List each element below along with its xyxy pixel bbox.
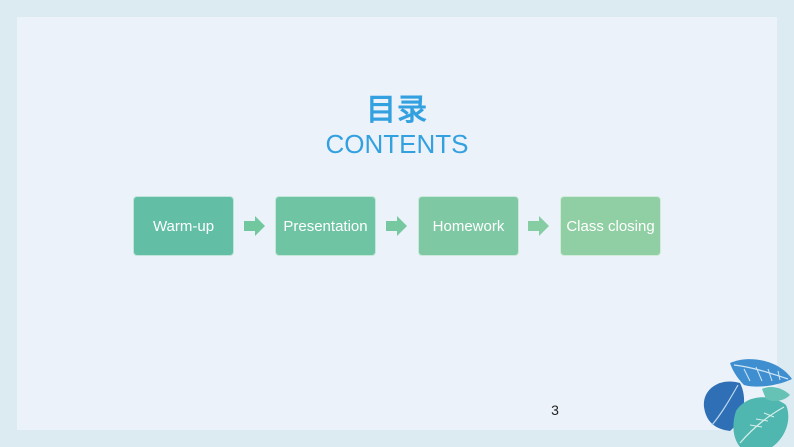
title-chinese: 目录 (366, 93, 428, 128)
arrow-right-icon (528, 216, 549, 236)
step-class-closing: Class closing (560, 196, 661, 256)
page-number: 3 (551, 402, 559, 418)
tropical-leaves-icon (703, 359, 792, 447)
arrow-right-icon (386, 216, 407, 236)
title-contents: CONTENTS (325, 129, 469, 159)
arrow-right-icon (244, 216, 265, 236)
step-homework: Homework (418, 196, 519, 256)
step-warm-up: Warm-up (133, 196, 234, 256)
step-presentation: Presentation (275, 196, 376, 256)
